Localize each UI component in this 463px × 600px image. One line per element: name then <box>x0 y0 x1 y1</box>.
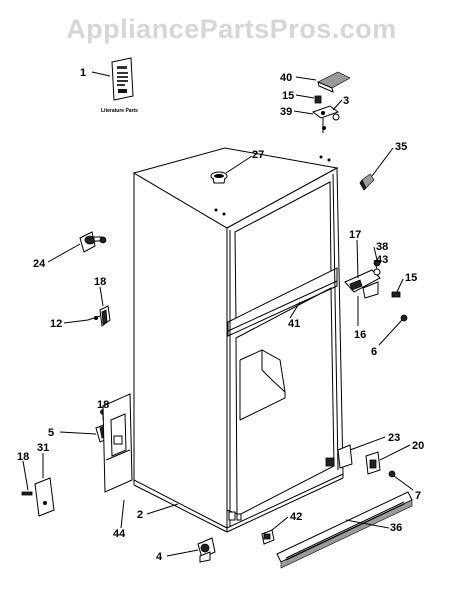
callout-35: 35 <box>395 141 407 153</box>
callout-41: 41 <box>288 318 300 330</box>
callout-1: 1 <box>80 67 86 79</box>
top-hinge-assembly <box>311 71 351 133</box>
callout-43: 43 <box>376 254 388 266</box>
callout-12: 12 <box>50 318 62 330</box>
part-35 <box>359 173 375 191</box>
callout-42: 42 <box>290 511 302 523</box>
callout-3: 3 <box>343 95 349 107</box>
part-36-toe-grille <box>276 491 413 569</box>
callout-15-center: 15 <box>405 272 417 284</box>
toe-plate-bracket <box>102 393 133 493</box>
callout-38: 38 <box>376 241 388 253</box>
callout-39: 39 <box>280 106 292 118</box>
watermark: AppliancePartsPros.com <box>66 14 397 44</box>
bottom-hinge-assembly <box>325 444 396 478</box>
callout-24: 24 <box>33 258 46 270</box>
part-12-hinge-pin <box>87 305 111 327</box>
callout-numbers: 1 40 15 3 39 35 27 24 18 12 17 38 43 15 … <box>17 67 424 563</box>
literature-parts-card: Literature Parts <box>101 57 138 114</box>
callout-18-upper: 18 <box>94 276 106 288</box>
part-4-leveling-leg <box>197 537 216 563</box>
literature-parts-label: Literature Parts <box>101 108 138 114</box>
refrigerator-cabinet <box>132 147 344 533</box>
callout-36: 36 <box>390 522 402 534</box>
callout-44: 44 <box>113 528 126 540</box>
callout-17: 17 <box>349 229 361 241</box>
part-24-bracket <box>79 231 107 253</box>
leader-lines <box>22 71 414 557</box>
callout-6: 6 <box>371 346 377 358</box>
part-31-cover <box>21 477 55 517</box>
callout-20: 20 <box>412 440 424 452</box>
callout-27: 27 <box>252 149 264 161</box>
center-hinge-assembly <box>344 259 408 322</box>
callout-40: 40 <box>280 72 292 84</box>
callout-15-top: 15 <box>282 90 294 102</box>
callout-18-left: 18 <box>17 451 29 463</box>
callout-31: 31 <box>37 442 49 454</box>
callout-23: 23 <box>388 432 400 444</box>
callout-2: 2 <box>137 509 143 521</box>
callout-18-lower: 18 <box>97 399 109 411</box>
part-42-clip <box>261 529 275 545</box>
callout-7: 7 <box>415 490 421 502</box>
callout-4: 4 <box>156 551 163 563</box>
part-27-plug <box>210 171 228 184</box>
callout-5: 5 <box>48 427 54 439</box>
callout-16: 16 <box>354 329 366 341</box>
